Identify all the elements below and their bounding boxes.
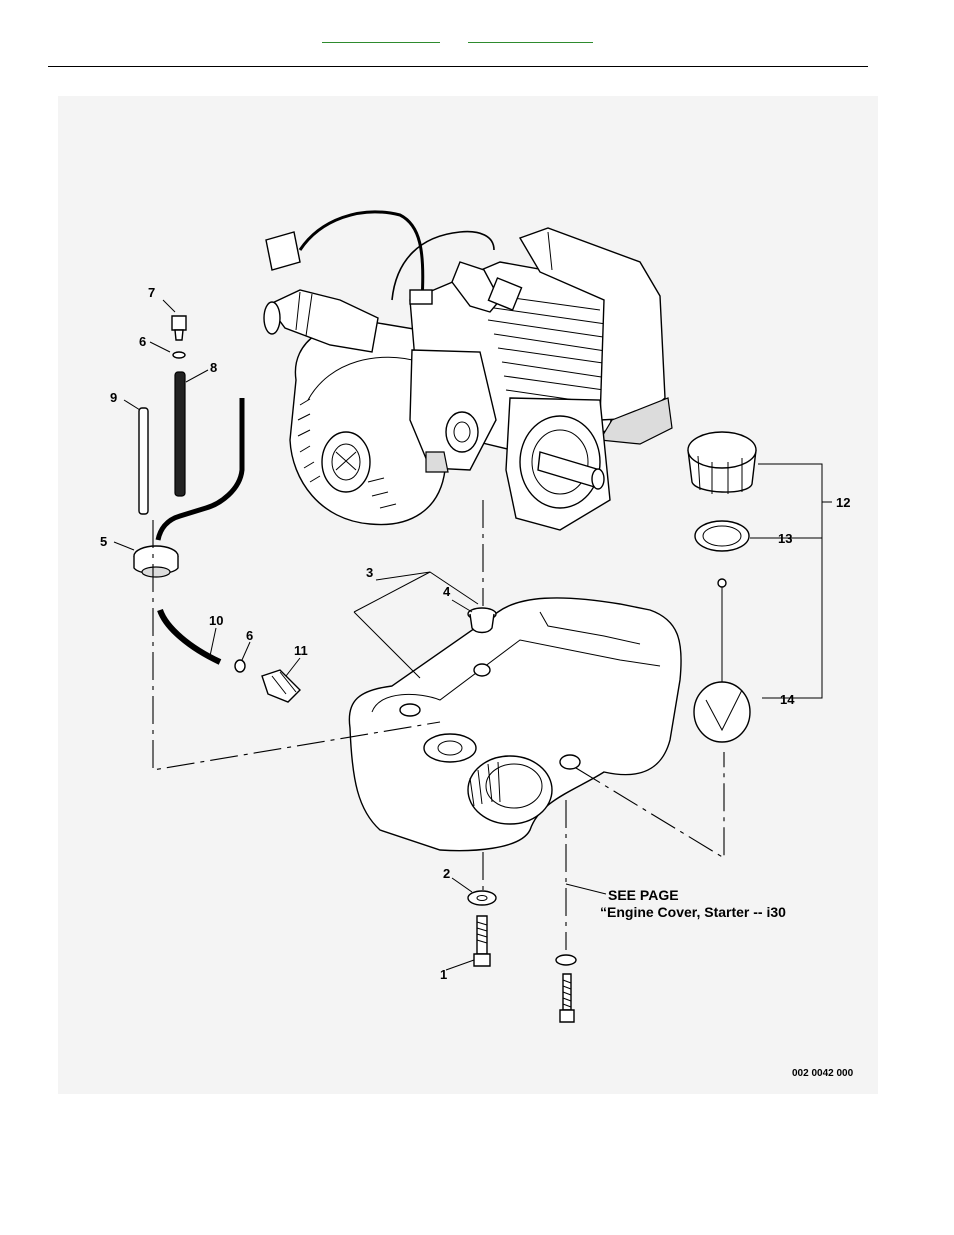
- callout-12: 12: [836, 495, 850, 510]
- part-6-ring: [172, 351, 186, 359]
- engine-assembly: [263, 210, 673, 531]
- callout-8: 8: [210, 360, 217, 375]
- nav-link-previous[interactable]: [322, 28, 440, 43]
- part-12-fuel-cap: [687, 431, 757, 494]
- callout-11: 11: [294, 643, 308, 658]
- callout-6-second: 6: [246, 628, 253, 643]
- callout-9: 9: [110, 390, 117, 405]
- starter-screw: [555, 954, 577, 1023]
- diagram-frame: [58, 96, 878, 1094]
- callout-4: 4: [443, 584, 451, 599]
- part-2-washer: [467, 890, 497, 906]
- figure-code: 002 0042 000: [792, 1068, 854, 1079]
- callout-14: 14: [780, 692, 795, 707]
- callout-10: 10: [209, 613, 223, 628]
- callout-7: 7: [148, 285, 155, 300]
- header-rule: [48, 66, 868, 67]
- part-8-fuel-line: [174, 371, 186, 497]
- fuel-pipe-curl: [155, 398, 245, 541]
- leader-lines: [113, 299, 832, 971]
- callout-1: 1: [440, 967, 447, 982]
- callout-5: 5: [100, 534, 107, 549]
- callout-3: 3: [366, 565, 373, 580]
- nav-link-next[interactable]: [468, 28, 593, 43]
- callout-2: 2: [443, 866, 450, 881]
- part-6-ring-b: [234, 659, 246, 673]
- part-9-return-line: [138, 407, 149, 515]
- callout-6: 6: [139, 334, 146, 349]
- part-1-bolt: [473, 915, 491, 967]
- part-7-valve: [171, 315, 187, 341]
- see-page-line-2: “Engine Cover, Starter -- i30: [600, 904, 786, 920]
- part-10-hose: [157, 608, 222, 665]
- part-4-grommet: [467, 607, 497, 634]
- part-5-grommet: [133, 545, 179, 578]
- see-page-line-1: SEE PAGE: [608, 887, 679, 903]
- callout-13: 13: [778, 531, 792, 546]
- assembly-line-grommet: [152, 520, 441, 771]
- part-14-tether: [693, 578, 751, 743]
- part-13-gasket: [694, 520, 750, 552]
- fuel-tank: [348, 597, 682, 852]
- part-11-fuel-filter: [261, 669, 301, 703]
- assembly-line-cap: [575, 752, 725, 859]
